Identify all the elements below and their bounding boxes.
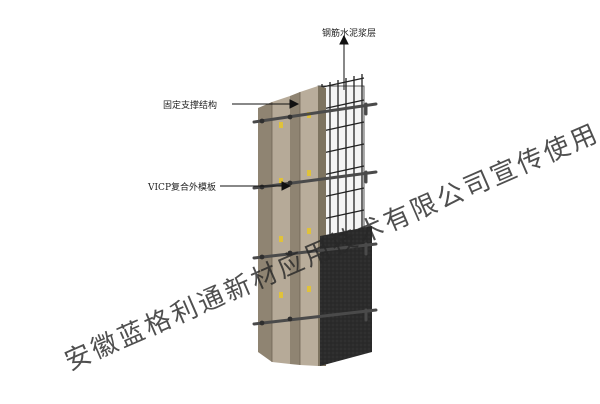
label-fixed-support-structure: 固定支撑结构 [163, 101, 218, 111]
label-vicp-formwork: VICP复合外模板 [148, 183, 216, 193]
label-rebar-cement-layer: 钢筋水泥浆层 [322, 29, 377, 39]
vicp-panels [258, 86, 326, 366]
support-brackets [252, 102, 378, 326]
concrete-layer [320, 226, 372, 366]
bolt-heads [259, 114, 293, 326]
callout-lines [220, 34, 349, 191]
